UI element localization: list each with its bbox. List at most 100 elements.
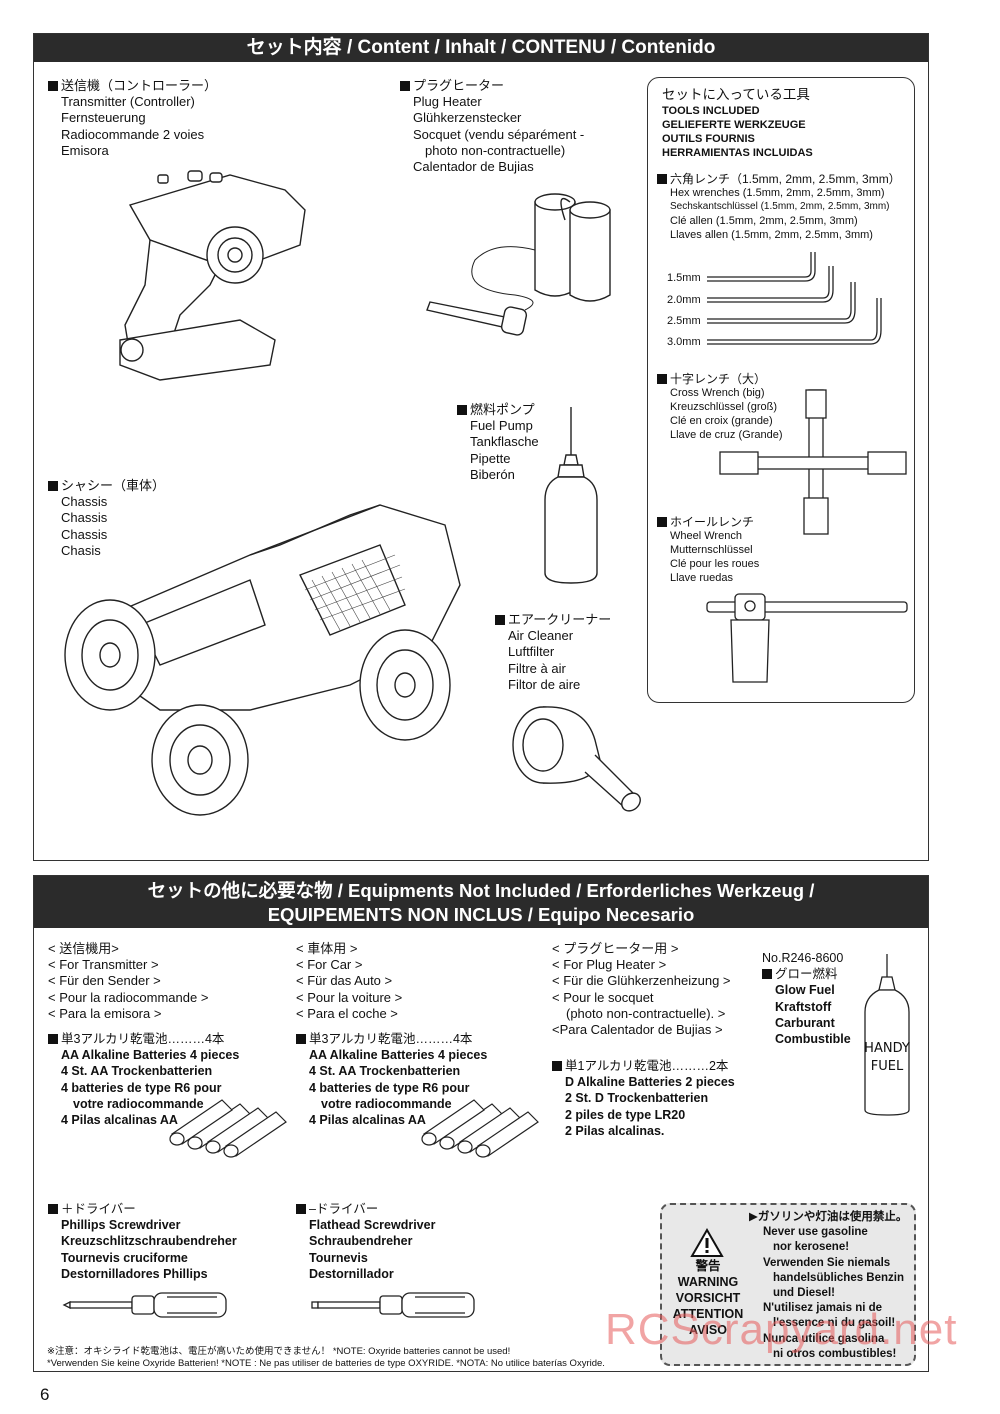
aa-batteries-head: 単3アルカリ乾電池………4本 bbox=[48, 1031, 239, 1047]
warning-words: 警告 WARNING VORSICHT ATTENTION AVISO bbox=[664, 1258, 752, 1338]
wheel-wrench-illustration bbox=[706, 593, 908, 683]
plug-heater-line: Glühkerzenstecker bbox=[413, 110, 522, 126]
plug-heater-line: Socquet (vendu séparément - bbox=[413, 126, 585, 142]
warning-line: handelsübliches Benzin bbox=[773, 1271, 904, 1284]
phillips-head: ＋ドライバー bbox=[48, 1201, 237, 1217]
warning-word: VORSICHT bbox=[675, 1291, 741, 1305]
warning-triangle-icon bbox=[690, 1227, 724, 1257]
chassis-line: Chassis bbox=[61, 526, 108, 542]
flathead-line: Destornillador bbox=[309, 1266, 394, 1281]
plug-heater-head: プラグヒーター bbox=[400, 78, 584, 94]
wheel-wrench-line: Wheel Wrench bbox=[670, 530, 742, 542]
hex-wrench-line: Sechskantschlüssel (1.5mm, 2mm, 2.5mm, 3… bbox=[670, 201, 890, 212]
transmitter-line: Emisora bbox=[61, 142, 109, 158]
chassis-head: シャシー（車体） bbox=[48, 478, 165, 494]
for-transmitter-line: < 送信機用> bbox=[48, 941, 119, 956]
tools-title-line: TOOLS INCLUDED bbox=[662, 105, 760, 117]
for-plug-line: (photo non-contractuelle). > bbox=[566, 1005, 726, 1021]
flathead-line: Schraubendreher bbox=[309, 1234, 413, 1249]
warning-line: und Diesel! bbox=[773, 1287, 835, 1300]
plug-heater-line: Calentador de Bujias bbox=[413, 159, 534, 175]
for-plug-line: <Para Calentador de Bujias > bbox=[552, 1022, 723, 1038]
for-car-line: < For Car > bbox=[296, 957, 363, 973]
d-batteries-line: 2 piles de type LR20 bbox=[565, 1107, 686, 1122]
tools-title-line: GELIEFERTE WERKZEUGE bbox=[662, 119, 806, 131]
wheel-wrench-block: ホイールレンチ Wheel Wrench Mutternschlüssel Cl… bbox=[657, 515, 759, 585]
for-car-line: < Pour la voiture > bbox=[296, 989, 403, 1005]
aa-batteries-head: 単3アルカリ乾電池………4本 bbox=[296, 1031, 487, 1047]
for-car-block: < 車体用 > < For Car > < Für das Auto > < P… bbox=[296, 941, 402, 1022]
page-number: 6 bbox=[40, 1385, 50, 1404]
fuel-pump-illustration bbox=[544, 407, 598, 584]
transmitter-line: Fernsteuerung bbox=[61, 110, 146, 126]
warning-line: l'essence ni du gasoil! bbox=[773, 1317, 896, 1330]
aa-batteries-transmitter-block: 単3アルカリ乾電池………4本 AA Alkaline Batteries 4 p… bbox=[48, 1031, 239, 1128]
d-batteries-line: D Alkaline Batteries 2 pieces bbox=[565, 1075, 735, 1090]
chassis-block: シャシー（車体） Chassis Chassis Chassis Chasis bbox=[48, 478, 165, 559]
wheel-wrench-line: Mutternschlüssel bbox=[670, 544, 753, 556]
glow-fuel-block: No.R246-8600 グロー燃料 Glow Fuel Kraftstoff … bbox=[762, 950, 851, 1047]
warning-line: Never use gasoline bbox=[763, 1226, 868, 1239]
flathead-head: –ドライバー bbox=[296, 1201, 435, 1217]
flathead-line: Flathead Screwdriver bbox=[309, 1218, 436, 1233]
fuel-bottle-label-line: FUEL bbox=[870, 1059, 904, 1074]
flathead-screwdriver-illustration bbox=[311, 1292, 475, 1318]
glow-fuel-code: No.R246-8600 bbox=[762, 951, 844, 965]
glow-fuel-line: Combustible bbox=[775, 1032, 851, 1047]
phillips-screwdriver-illustration bbox=[62, 1292, 227, 1318]
cross-wrench-head: 十字レンチ（大） bbox=[657, 372, 783, 386]
aa-batteries-line: 4 Pilas alcalinas AA bbox=[309, 1113, 426, 1128]
aa-batteries-line: AA Alkaline Batteries 4 pieces bbox=[61, 1048, 240, 1063]
air-cleaner-block: エアークリーナー Air Cleaner Luftfilter Filtre à… bbox=[495, 612, 611, 693]
plug-heater-line: Plug Heater bbox=[413, 94, 482, 110]
for-transmitter-block: < 送信機用> < For Transmitter > < Für den Se… bbox=[48, 941, 208, 1022]
wheel-wrench-head: ホイールレンチ bbox=[657, 515, 759, 529]
transmitter-line: Transmitter (Controller) bbox=[61, 94, 195, 110]
aa-batteries-line: votre radiocommande bbox=[321, 1096, 452, 1111]
for-transmitter-line: < For Transmitter > bbox=[48, 957, 159, 973]
hex-size-label: 2.5mm bbox=[667, 315, 701, 327]
cross-wrench-line: Clé en croix (grande) bbox=[670, 415, 773, 427]
for-plug-line: < Pour le socquet bbox=[552, 989, 654, 1005]
tools-title-line: OUTILS FOURNIS bbox=[662, 133, 755, 145]
fuel-pump-line: Fuel Pump bbox=[470, 418, 533, 434]
warning-jp: 警告 bbox=[695, 1259, 721, 1273]
oxyride-note: *Verwenden Sie keine Oxyride Batterien! … bbox=[47, 1358, 605, 1369]
chassis-line: Chasis bbox=[61, 542, 101, 558]
aa-batteries-line: 4 batteries de type R6 pour bbox=[309, 1080, 470, 1095]
aa-batteries-car-block: 単3アルカリ乾電池………4本 AA Alkaline Batteries 4 p… bbox=[296, 1031, 487, 1128]
plug-heater-line: photo non-contractuelle) bbox=[425, 142, 566, 158]
tools-title-line: HERRAMIENTAS INCLUIDAS bbox=[662, 147, 813, 159]
for-transmitter-line: < Para la emisora > bbox=[48, 1005, 162, 1021]
fuel-pump-head: 燃料ポンプ bbox=[457, 402, 539, 418]
for-plug-line: < For Plug Heater > bbox=[552, 957, 667, 973]
hex-wrench-line: Hex wrenches (1.5mm, 2mm, 2.5mm, 3mm) bbox=[670, 187, 885, 199]
for-plug-line: < プラグヒーター用 > bbox=[552, 941, 679, 956]
aa-batteries-line: votre radiocommande bbox=[73, 1096, 204, 1111]
warning-word: WARNING bbox=[677, 1275, 739, 1289]
cross-wrench-illustration bbox=[719, 389, 907, 535]
oxyride-note: ※注意：オキシライド乾電池は、電圧が高いため使用できません！ *NOTE: Ox… bbox=[47, 1346, 511, 1357]
aa-batteries-illustration-transmitter bbox=[169, 1099, 287, 1158]
content-banner: セット内容 / Content / Inhalt / CONTENU / Con… bbox=[34, 34, 928, 62]
fuel-pump-line: Pipette bbox=[470, 450, 511, 466]
aa-batteries-line: AA Alkaline Batteries 4 pieces bbox=[309, 1048, 488, 1063]
aa-batteries-line: 4 St. AA Trockenbatterien bbox=[309, 1064, 461, 1079]
warning-head: ▶ガソリンや灯油は使用禁止。 bbox=[749, 1211, 908, 1223]
flathead-screwdriver-block: –ドライバー Flathead Screwdriver Schraubendre… bbox=[296, 1201, 435, 1282]
fuel-pump-line: Biberón bbox=[470, 466, 515, 482]
hex-size-label: 1.5mm bbox=[667, 272, 701, 284]
hex-size-label: 2.0mm bbox=[667, 294, 701, 306]
warning-head-text: ガソリンや灯油は使用禁止。 bbox=[757, 1211, 908, 1223]
tools-titles: TOOLS INCLUDED GELIEFERTE WERKZEUGE OUTI… bbox=[662, 104, 813, 160]
cross-wrench-block: 十字レンチ（大） Cross Wrench (big) Kreuzschlüss… bbox=[657, 372, 783, 442]
plug-heater-illustration bbox=[426, 193, 611, 336]
hex-wrench-head: 六角レンチ（1.5mm, 2mm, 2.5mm, 3mm） bbox=[657, 172, 901, 186]
air-cleaner-line: Filtre à air bbox=[508, 660, 566, 676]
phillips-line: Kreuzschlitzschraubendreher bbox=[61, 1234, 237, 1249]
fuel-pump-block: 燃料ポンプ Fuel Pump Tankflasche Pipette Bibe… bbox=[457, 402, 539, 483]
for-transmitter-line: < Für den Sender > bbox=[48, 973, 161, 989]
watermark: RCScrapyard.net bbox=[605, 1305, 958, 1354]
air-cleaner-illustration bbox=[512, 706, 641, 812]
transmitter-line: Radiocommande 2 voies bbox=[61, 126, 205, 142]
